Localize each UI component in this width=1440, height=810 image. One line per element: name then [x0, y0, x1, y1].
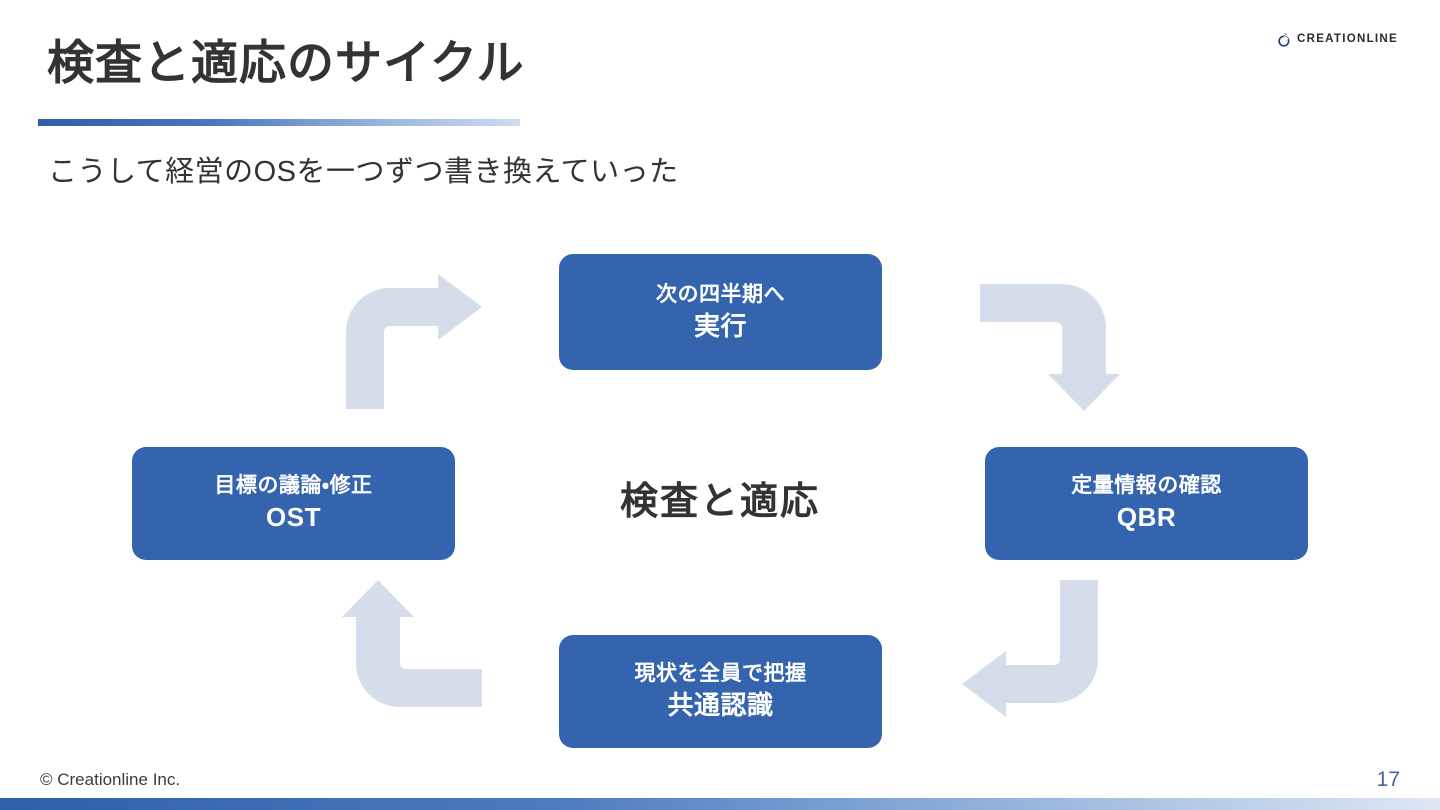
brand-logo: CREATIONLINE — [1277, 32, 1398, 47]
cycle-center-label: 検査と適応 — [619, 481, 820, 523]
arrow-right-to-bottom — [962, 580, 1098, 717]
cycle-node-right-line1: 定量情報の確認 — [1071, 474, 1222, 498]
footer-gradient-bar — [0, 798, 1440, 810]
title-underline-rule — [38, 119, 520, 126]
cycle-node-bottom-line1: 現状を全員で把握 — [634, 662, 807, 686]
cycle-node-top-line2: 実行 — [693, 310, 747, 341]
cycle-node-left[interactable]: 目標の議論・修正 OST — [132, 447, 455, 560]
cycle-node-top[interactable]: 次の四半期へ 実行 — [559, 254, 882, 370]
cycle-node-left-line1: 目標の議論・修正 — [214, 474, 373, 498]
arrow-bottom-to-left — [342, 580, 482, 707]
cycle-node-bottom[interactable]: 現状を全員で把握 共通認識 — [559, 635, 882, 748]
arrow-left-to-top — [346, 274, 482, 409]
page-title: 検査と適応のサイクル — [47, 36, 525, 89]
page-subtitle: こうして経営のOSを一つずつ書き換えていった — [48, 156, 679, 188]
cycle-node-left-line2: OST — [266, 502, 321, 533]
brand-logo-text: CREATIONLINE — [1297, 32, 1398, 45]
creationline-droplet-icon — [1278, 32, 1290, 47]
inspect-adapt-cycle-diagram: 次の四半期へ 実行 定量情報の確認 QBR 現状を全員で把握 共通認識 目標の議… — [0, 230, 1440, 760]
cycle-node-right-line2: QBR — [1116, 502, 1177, 533]
arrow-top-to-right — [980, 284, 1120, 411]
cycle-node-top-line1: 次の四半期へ — [656, 282, 785, 306]
footer-copyright: © Creationline Inc. — [40, 770, 181, 789]
footer-page-number: 17 — [1376, 768, 1400, 791]
cycle-node-bottom-line2: 共通認識 — [667, 690, 774, 721]
cycle-node-right[interactable]: 定量情報の確認 QBR — [985, 447, 1308, 560]
